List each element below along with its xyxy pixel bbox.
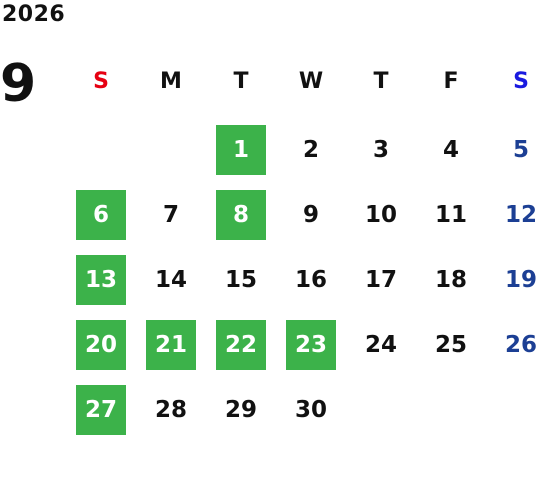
weekday-header: S [93, 68, 109, 94]
calendar-day[interactable]: 26 [504, 332, 537, 358]
day-cell: 29 [206, 362, 276, 427]
day-cell: 26 [486, 297, 548, 362]
month-number: 9 [0, 54, 37, 114]
highlighted-day[interactable]: 1 [216, 125, 266, 175]
day-cell: 22 [206, 297, 276, 370]
calendar-day[interactable]: 24 [364, 332, 397, 358]
highlighted-day[interactable]: 27 [76, 385, 126, 435]
day-cell: 25 [416, 297, 486, 362]
day-cell: 12 [486, 167, 548, 232]
day-cell: 8 [206, 167, 276, 240]
day-cell: 19 [486, 232, 548, 297]
highlighted-day[interactable]: 6 [76, 190, 126, 240]
calendar-day[interactable]: 30 [294, 397, 327, 423]
calendar-day[interactable]: 29 [224, 397, 257, 423]
day-cell: 7 [136, 167, 206, 232]
day-cell: 9 [276, 167, 346, 232]
weekday-header: F [443, 68, 459, 94]
calendar-day[interactable]: 3 [372, 137, 389, 163]
calendar-day[interactable]: 18 [434, 267, 467, 293]
day-cell: 27 [66, 362, 136, 435]
calendar-day[interactable]: 2 [302, 137, 319, 163]
day-cell: 28 [136, 362, 206, 427]
day-cell [66, 102, 136, 167]
calendar-day[interactable]: 10 [364, 202, 397, 228]
calendar-day[interactable]: 17 [364, 267, 397, 293]
weekday-header: M [160, 68, 182, 94]
calendar-day[interactable]: 4 [442, 137, 459, 163]
calendar-day[interactable]: 9 [302, 202, 319, 228]
calendar-day[interactable]: 5 [512, 137, 529, 163]
calendar-day[interactable]: 14 [154, 267, 187, 293]
day-cell: 18 [416, 232, 486, 297]
day-cell: 6 [66, 167, 136, 240]
day-cell: 30 [276, 362, 346, 427]
calendar-day[interactable]: 15 [224, 267, 257, 293]
day-cell: 17 [346, 232, 416, 297]
highlighted-day[interactable]: 8 [216, 190, 266, 240]
day-cell: 11 [416, 167, 486, 232]
calendar-day[interactable]: 12 [504, 202, 537, 228]
weekday-header: T [373, 68, 389, 94]
weekday-header: W [298, 68, 324, 94]
day-cell: 10 [346, 167, 416, 232]
highlighted-day[interactable]: 23 [286, 320, 336, 370]
day-cell: 20 [66, 297, 136, 370]
calendar-day[interactable]: 16 [294, 267, 327, 293]
calendar-day[interactable]: 28 [154, 397, 187, 423]
day-cell: 1 [206, 102, 276, 175]
day-cell: 13 [66, 232, 136, 305]
day-cell: 21 [136, 297, 206, 370]
calendar-day[interactable]: 11 [434, 202, 467, 228]
calendar-day[interactable]: 25 [434, 332, 467, 358]
weekday-header: S [513, 68, 529, 94]
year-label: 2026 [2, 2, 66, 27]
highlighted-day[interactable]: 20 [76, 320, 126, 370]
day-cell: 24 [346, 297, 416, 362]
highlighted-day[interactable]: 22 [216, 320, 266, 370]
day-cell [136, 102, 206, 167]
day-cell [416, 362, 486, 427]
highlighted-day[interactable]: 21 [146, 320, 196, 370]
weekday-header: T [233, 68, 249, 94]
day-cell: 5 [486, 102, 548, 167]
day-cell [346, 362, 416, 427]
day-cell: 3 [346, 102, 416, 167]
day-cell: 15 [206, 232, 276, 297]
day-cell: 4 [416, 102, 486, 167]
calendar-day[interactable]: 7 [162, 202, 179, 228]
day-cell: 16 [276, 232, 346, 297]
day-cell [486, 362, 548, 427]
day-cell: 2 [276, 102, 346, 167]
highlighted-day[interactable]: 13 [76, 255, 126, 305]
day-cell: 14 [136, 232, 206, 297]
calendar-day[interactable]: 19 [504, 267, 537, 293]
day-cell: 23 [276, 297, 346, 370]
